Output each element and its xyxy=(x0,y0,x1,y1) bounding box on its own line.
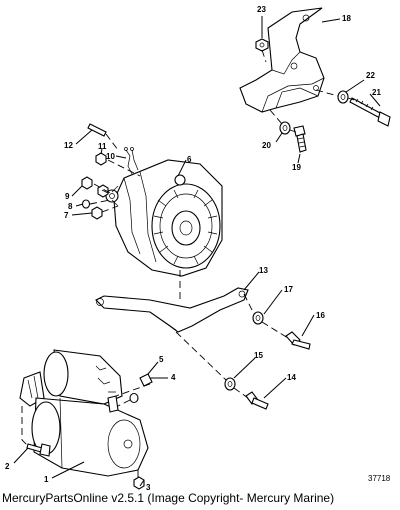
bolt-21 xyxy=(349,97,391,127)
nut-7 xyxy=(91,206,103,220)
washer-20 xyxy=(279,121,291,135)
copyright-footer: MercuryPartsOnline v2.5.1 (Image Copyrig… xyxy=(2,491,335,505)
callout-11: 11 xyxy=(98,142,107,151)
callout-12: 12 xyxy=(64,141,73,150)
nut-3 xyxy=(133,476,145,490)
callout-22: 22 xyxy=(366,71,375,80)
washer-22 xyxy=(337,90,349,104)
callout-16: 16 xyxy=(316,311,325,320)
nut-9 xyxy=(81,176,93,190)
bolt-16 xyxy=(285,331,311,350)
mounting-bracket-18 xyxy=(239,7,325,113)
assembly-lines xyxy=(21,49,355,480)
callout-19: 19 xyxy=(292,163,301,172)
bolt-5 xyxy=(139,373,153,387)
callout-7: 7 xyxy=(64,211,69,220)
starter-motor-1 xyxy=(19,349,149,477)
callout-10: 10 xyxy=(106,152,115,161)
callout-20: 20 xyxy=(262,141,271,150)
callout-9: 9 xyxy=(65,192,70,201)
callout-3: 3 xyxy=(146,483,151,492)
pin-12 xyxy=(87,123,107,137)
brace-13 xyxy=(95,287,249,333)
callout-13: 13 xyxy=(259,266,268,275)
alternator-6 xyxy=(105,159,223,277)
callout-18: 18 xyxy=(342,14,351,23)
nut-23 xyxy=(255,38,269,52)
callout-2: 2 xyxy=(5,462,10,471)
washer-4 xyxy=(129,392,139,404)
bolt-19 xyxy=(293,125,307,153)
callout-14: 14 xyxy=(287,373,296,382)
terminal-wire-10 xyxy=(124,147,139,175)
callout-15: 15 xyxy=(254,351,263,360)
washer-17 xyxy=(252,311,264,325)
callout-8: 8 xyxy=(68,202,73,211)
callout-5: 5 xyxy=(159,355,164,364)
callout-6: 6 xyxy=(187,155,192,164)
callout-4: 4 xyxy=(171,373,176,382)
washer-15 xyxy=(224,377,236,391)
callout-21: 21 xyxy=(372,88,381,97)
nut-11 xyxy=(95,152,107,166)
leader-lines xyxy=(13,16,381,487)
callout-1: 1 xyxy=(44,475,49,484)
washer-8 xyxy=(81,199,91,209)
callout-23: 23 xyxy=(257,5,266,14)
bolt-14 xyxy=(245,391,269,410)
bolt-2 xyxy=(26,443,51,457)
callouts: 23 18 22 21 20 19 6 12 11 10 9 8 7 13 17… xyxy=(5,5,381,492)
callout-17: 17 xyxy=(284,285,293,294)
figure-number: 37718 xyxy=(368,474,391,483)
